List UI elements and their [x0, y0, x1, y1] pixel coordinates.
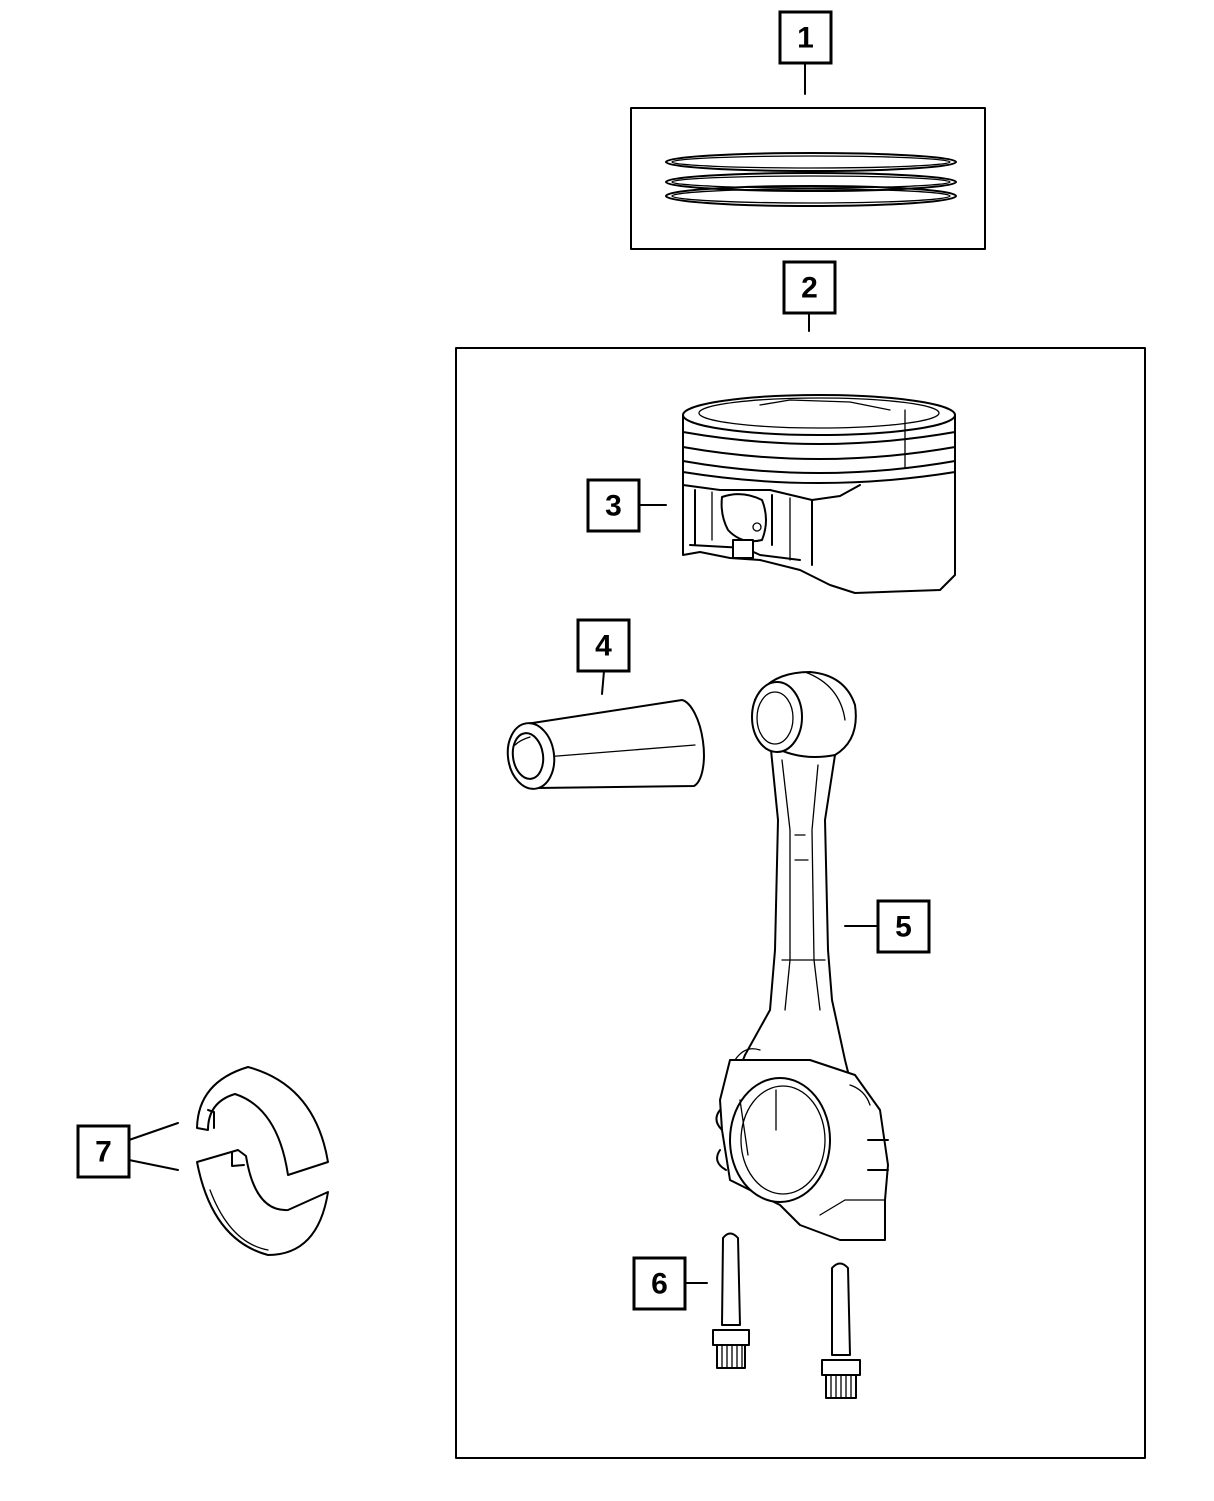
- assembly-frame: [455, 347, 1146, 1459]
- bearing-shell-lower: [196, 1149, 329, 1256]
- callout-1[interactable]: 1: [778, 10, 833, 65]
- piston: [682, 394, 956, 594]
- callout-5[interactable]: 5: [876, 899, 931, 954]
- callout-5-number: 5: [895, 911, 912, 944]
- ring-set-frame: [630, 107, 986, 250]
- callout-7-number: 7: [95, 1136, 112, 1169]
- ring-oil: [665, 185, 957, 207]
- callout-2-number: 2: [801, 272, 818, 305]
- connecting-rod-bolt-left: [712, 1232, 750, 1369]
- connecting-rod: [715, 671, 889, 1241]
- leader-4: [601, 670, 605, 695]
- connecting-rod-bolt-right: [821, 1262, 861, 1399]
- callout-4[interactable]: 4: [576, 618, 631, 673]
- callout-3-number: 3: [605, 490, 622, 523]
- callout-6[interactable]: 6: [632, 1256, 687, 1311]
- leader-7a: [128, 1122, 179, 1141]
- callout-4-number: 4: [595, 630, 612, 663]
- callout-1-number: 1: [797, 22, 814, 55]
- bearing-shell-upper: [196, 1066, 329, 1176]
- callout-6-number: 6: [651, 1268, 668, 1301]
- ring-top: [665, 152, 957, 172]
- leader-7b: [128, 1159, 179, 1171]
- callout-2[interactable]: 2: [782, 260, 837, 315]
- ring-middle: [665, 172, 957, 192]
- callout-3[interactable]: 3: [586, 478, 641, 533]
- callout-7[interactable]: 7: [76, 1124, 131, 1179]
- piston-pin: [506, 699, 705, 790]
- piston-ring-set: [630, 107, 986, 250]
